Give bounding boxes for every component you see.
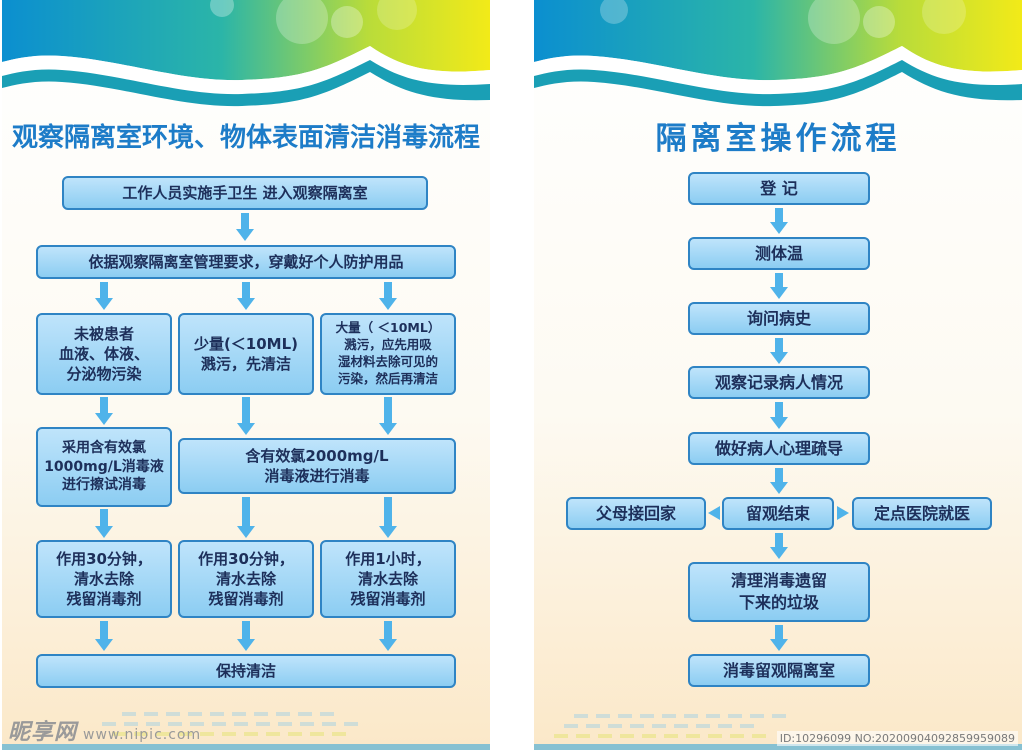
- arrow-down-icon: [237, 621, 255, 651]
- arrow-down-icon: [237, 397, 255, 435]
- site-logo-text: 昵享网: [8, 720, 78, 745]
- arrow-down-icon: [379, 397, 397, 435]
- arrow-down-icon: [237, 282, 255, 310]
- step-wait-30-b: 作用30分钟， 清水去除 残留消毒剂: [178, 540, 314, 618]
- arrow-down-icon: [379, 621, 397, 651]
- arrow-down-icon: [770, 338, 788, 364]
- site-watermark: 昵享网 www.nipic.com: [8, 714, 201, 746]
- arrow-down-icon: [379, 497, 397, 538]
- arrow-right-icon: [837, 506, 849, 520]
- page-title: 观察隔离室环境、物体表面清洁消毒流程: [11, 123, 480, 153]
- step-disinfect-room: 消毒留观隔离室: [688, 654, 870, 687]
- site-url: www.nipic.com: [83, 727, 202, 743]
- step-observe: 观察记录病人情况: [688, 366, 870, 399]
- step-hand-hygiene: 工作人员实施手卫生 进入观察隔离室: [62, 176, 428, 210]
- arrow-down-icon: [237, 497, 255, 538]
- step-small-spill: 少量(＜10ML) 溅污，先清洁: [178, 313, 314, 395]
- step-history: 询问病史: [688, 302, 870, 335]
- arrow-down-icon: [770, 402, 788, 429]
- arrow-down-icon: [770, 273, 788, 299]
- step-keep-clean: 保持清洁: [36, 654, 456, 688]
- right-poster: 隔离室操作流程 登 记 测体温 询问病史 观察记录病人情况 做好病人心理疏导 父…: [534, 0, 1022, 750]
- step-parents-home: 父母接回家: [566, 497, 706, 530]
- step-clean-waste: 清理消毒遗留 下来的垃圾: [688, 562, 870, 622]
- arrow-down-icon: [770, 625, 788, 651]
- arrow-down-icon: [95, 621, 113, 651]
- step-temperature: 测体温: [688, 237, 870, 270]
- arrow-down-icon: [95, 509, 113, 538]
- arrow-left-icon: [708, 506, 720, 520]
- arrow-down-icon: [379, 282, 397, 310]
- arrow-down-icon: [770, 468, 788, 494]
- arrow-down-icon: [95, 397, 113, 425]
- step-end-observation: 留观结束: [722, 497, 834, 530]
- page-title: 隔离室操作流程: [655, 121, 901, 157]
- arrow-down-icon: [770, 533, 788, 559]
- image-id-watermark: ID:10296099 NO:20200904092859959089: [776, 731, 1018, 746]
- header-banner-graphic: [534, 0, 1022, 107]
- step-ppe: 依据观察隔离室管理要求，穿戴好个人防护用品: [36, 245, 456, 279]
- step-large-spill: 大量（ ＜10ML） 溅污，应先用吸 湿材料去除可见的 污染，然后再清洁: [320, 313, 456, 395]
- step-wait-1h: 作用1小时， 清水去除 残留消毒剂: [320, 540, 456, 618]
- footer-decoration: [534, 714, 1022, 750]
- step-disinfect-2000: 含有效氯2000mg/L 消毒液进行消毒: [178, 438, 456, 494]
- arrow-down-icon: [236, 213, 254, 241]
- footer-decoration: [2, 712, 490, 750]
- step-designated-hospital: 定点医院就医: [852, 497, 992, 530]
- arrow-down-icon: [770, 208, 788, 234]
- step-wait-30-a: 作用30分钟， 清水去除 残留消毒剂: [36, 540, 172, 618]
- step-wipe-1000: 采用含有效氯 1000mg/L消毒液 进行擦试消毒: [36, 427, 172, 507]
- left-poster: 观察隔离室环境、物体表面清洁消毒流程 工作人员实施手卫生 进入观察隔离室 依据观…: [2, 0, 490, 750]
- header-banner-graphic: [2, 0, 490, 107]
- step-no-contamination: 未被患者 血液、体液、 分泌物污染: [36, 313, 172, 395]
- step-counsel: 做好病人心理疏导: [688, 432, 870, 465]
- step-register: 登 记: [688, 172, 870, 205]
- arrow-down-icon: [95, 282, 113, 310]
